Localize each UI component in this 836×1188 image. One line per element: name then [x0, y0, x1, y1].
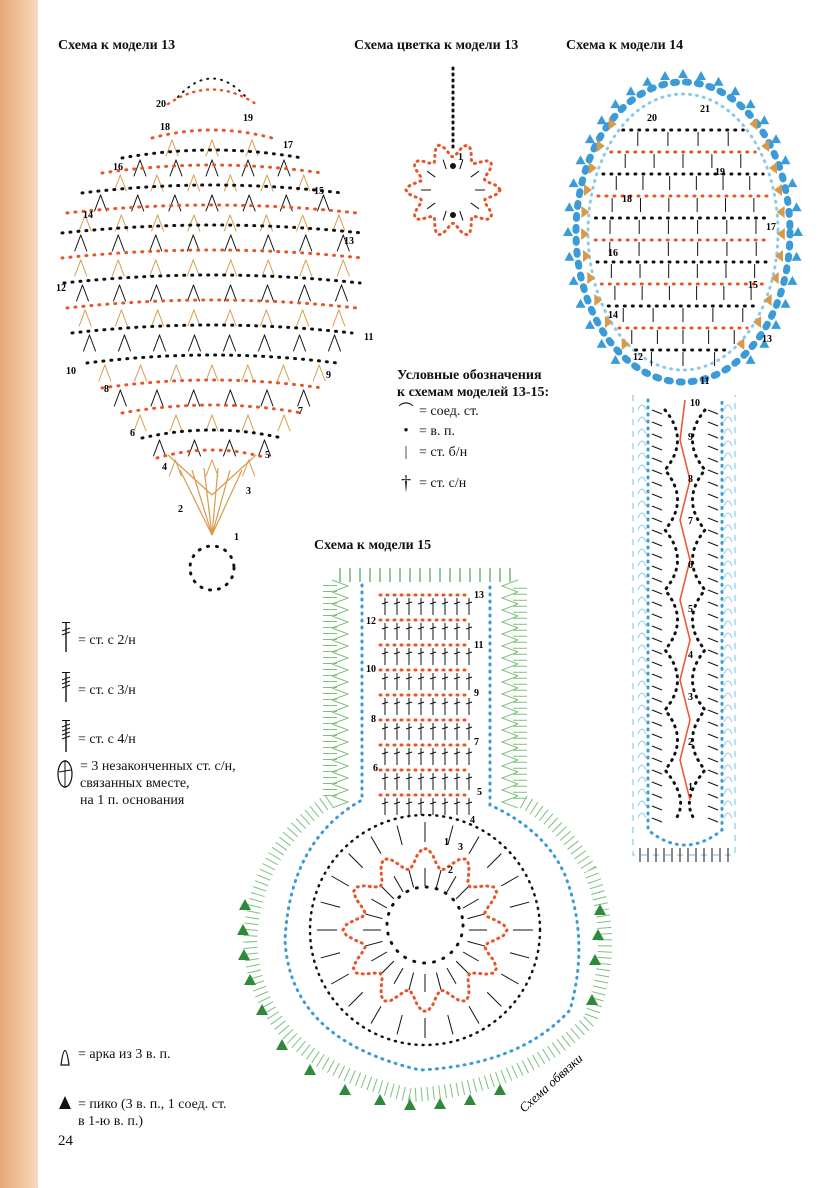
m14-row-21: 21 [700, 104, 710, 115]
m15-row-9: 9 [474, 688, 479, 699]
legend-dc3-text: = ст. с 3/н [78, 683, 136, 698]
chain-icon: • [403, 423, 409, 439]
flower13-diagram: 1 [404, 66, 502, 237]
m14-row-12: 12 [633, 352, 643, 363]
m15-row-5: 5 [477, 787, 482, 798]
treble-3-icon [61, 672, 71, 702]
legend-dc4-text: = ст. с 4/н [78, 732, 136, 747]
legend-dc2: = ст. с 2/н [60, 622, 136, 652]
legend-chain: = в. п. [419, 424, 455, 439]
m15-row-2: 2 [448, 865, 453, 876]
legend-picot-line1: = пико (3 в. п., 1 соед. ст. [78, 1097, 227, 1112]
m14-row-5: 5 [688, 604, 693, 615]
m13-row-14: 14 [83, 210, 93, 221]
m14-row-3: 3 [688, 692, 693, 703]
m13-row-18: 18 [160, 122, 170, 133]
m13-row-17: 17 [283, 140, 293, 151]
m15-row-6: 6 [373, 763, 378, 774]
legend-dc4: = ст. с 4/н [60, 720, 136, 752]
m13-row-13: 13 [344, 236, 354, 247]
m13-row-7: 7 [298, 406, 303, 417]
m13-row-10: 10 [66, 366, 76, 377]
legend-arch-text: = арка из 3 в. п. [78, 1047, 171, 1062]
m14-row-19: 19 [715, 167, 725, 178]
m13-row-20: 20 [156, 99, 166, 110]
legend-slip-stitch: = соед. ст. [419, 404, 479, 419]
m13-row-4: 4 [162, 462, 167, 473]
flower13-title: Схема цветка к модели 13 [354, 38, 519, 53]
flower-row-1: 1 [458, 152, 463, 163]
m14-row-10: 10 [690, 398, 700, 409]
m13-row-5: 5 [265, 450, 270, 461]
m13-row-3: 3 [246, 486, 251, 497]
m14-row-14: 14 [608, 310, 618, 321]
m13-row-2: 2 [178, 504, 183, 515]
m15-row-12: 12 [366, 616, 376, 627]
legend-heading-2: к схемам моделей 13-15: [397, 385, 550, 400]
legend-single-crochet: = ст. б/н [419, 445, 468, 460]
model14-diagram: 1 2 3 4 5 6 7 8 9 10 11 12 13 14 15 16 1… [563, 69, 803, 862]
model15-title: Схема к модели 15 [314, 538, 432, 553]
m14-row-4: 4 [688, 650, 693, 661]
m15-row-13: 13 [474, 590, 484, 601]
m15-row-3: 3 [458, 842, 463, 853]
m15-row-1: 1 [444, 837, 449, 848]
m14-row-13: 13 [762, 334, 772, 345]
legend-heading-1: Условные обозначения [397, 368, 542, 383]
m15-row-11: 11 [474, 640, 483, 651]
arch-icon [60, 1049, 70, 1066]
m14-row-6: 6 [688, 560, 693, 571]
m14-row-7: 7 [688, 516, 693, 527]
legend-picot: = пико (3 в. п., 1 соед. ст. в 1-ю в. п.… [58, 1096, 227, 1130]
m14-row-16: 16 [608, 248, 618, 259]
legend-cluster-line3: на 1 п. основания [80, 793, 185, 808]
legend-cluster-line2: связанных вместе, [80, 776, 190, 791]
m13-row-16: 16 [113, 162, 123, 173]
model13-title: Схема к модели 13 [58, 38, 176, 53]
m13-row-12: 12 [56, 283, 66, 294]
model15-diagram: 1 2 3 4 5 6 7 8 9 10 11 12 13 Схема обвя… [237, 568, 612, 1115]
m15-row-7: 7 [474, 737, 479, 748]
model14-title: Схема к модели 14 [566, 38, 684, 53]
m14-row-11: 11 [700, 376, 709, 387]
m13-row-8: 8 [104, 384, 109, 395]
single-crochet-icon: | [404, 444, 408, 460]
double-crochet-icon: † [401, 472, 411, 494]
m15-row-4: 4 [470, 815, 475, 826]
m14-row-8: 8 [688, 474, 693, 485]
treble-4-icon [61, 720, 71, 752]
cluster-icon [57, 760, 73, 788]
m13-row-1: 1 [234, 532, 239, 543]
m15-row-8: 8 [371, 714, 376, 725]
m14-row-2: 2 [688, 737, 693, 748]
picot-icon [59, 1096, 71, 1109]
legend-arch: = арка из 3 в. п. [58, 1040, 171, 1066]
m14-row-18: 18 [622, 194, 632, 205]
m13-row-9: 9 [326, 370, 331, 381]
legend-cluster: = 3 незаконченных ст. с/н, связанных вме… [56, 758, 236, 809]
page-edge-strip [0, 0, 38, 1188]
m14-row-20: 20 [647, 113, 657, 124]
slip-stitch-icon: ⌒ [398, 403, 414, 419]
m13-row-11: 11 [364, 332, 373, 343]
legend-main: Условные обозначения к схемам моделей 13… [397, 367, 549, 495]
m13-row-6: 6 [130, 428, 135, 439]
m13-row-19: 19 [243, 113, 253, 124]
page-number: 24 [58, 1133, 73, 1149]
legend-cluster-line1: = 3 незаконченных ст. с/н, [80, 759, 236, 774]
treble-2-icon [61, 622, 71, 652]
m14-row-9: 9 [688, 432, 693, 443]
legend-double-crochet: = ст. с/н [419, 476, 467, 491]
edging-label: Схема обвязки [516, 1050, 586, 1115]
m14-row-17: 17 [766, 222, 776, 233]
legend-dc2-text: = ст. с 2/н [78, 633, 136, 648]
model13-diagram: 1 2 3 4 5 6 7 8 9 10 11 12 13 14 15 16 1… [56, 77, 373, 592]
m13-row-15: 15 [314, 186, 324, 197]
m15-row-10: 10 [366, 664, 376, 675]
legend-picot-line2: в 1-ю в. п.) [78, 1114, 143, 1129]
m14-row-1: 1 [688, 782, 693, 793]
m14-row-15: 15 [748, 280, 758, 291]
legend-dc3: = ст. с 3/н [60, 672, 136, 702]
